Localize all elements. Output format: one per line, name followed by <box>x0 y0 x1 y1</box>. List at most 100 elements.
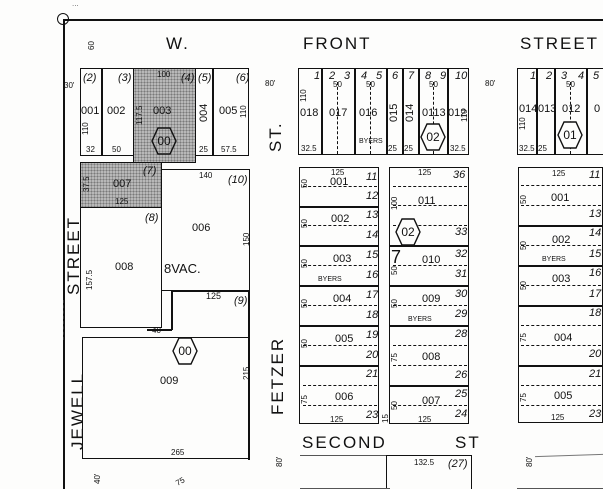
street-label-w: W. <box>166 34 190 53</box>
parcel-id[interactable]: 007 <box>422 395 441 407</box>
lot-number: 25 <box>455 388 468 400</box>
lot-number: 13 <box>589 208 602 220</box>
lot-number: 2 <box>329 70 336 82</box>
dimension: 50 <box>519 195 528 204</box>
parcel-id[interactable]: 014 <box>519 103 538 115</box>
parcel-id[interactable]: 012 <box>448 107 467 119</box>
dimension: 110 <box>81 122 90 135</box>
dimension: 265 <box>171 448 185 457</box>
dimension: 40 <box>152 326 161 335</box>
parcel-id[interactable]: 006 <box>335 391 354 403</box>
parcel-id[interactable]: 015 <box>388 103 400 122</box>
lot-number: 3 <box>344 70 351 82</box>
parcel-id[interactable]: 014 <box>404 103 416 122</box>
lot-number: 3 <box>561 70 568 82</box>
parcel-009[interactable] <box>82 337 250 459</box>
lot-number: 32 <box>455 248 468 260</box>
dimension: 75 <box>519 333 528 342</box>
dimension: 50 <box>300 259 309 268</box>
street-label-st: ST. <box>266 121 285 152</box>
lot-number: (5) <box>198 72 212 84</box>
street-label-fetzer: FETZER <box>268 336 287 415</box>
street-label-second: SECOND <box>302 433 387 452</box>
parcel-id[interactable]: 005 <box>554 390 573 402</box>
dimension: 50 <box>429 80 438 89</box>
parcel-id[interactable]: 016 <box>359 107 378 119</box>
dimension: 50 <box>566 80 575 89</box>
block-center-right <box>389 167 469 424</box>
parcel-id[interactable]: 010 <box>422 254 441 266</box>
parcel-id[interactable]: 002 <box>331 213 350 225</box>
parcel-008[interactable] <box>80 207 162 328</box>
lot-number: 18 <box>589 307 602 319</box>
parcel-id[interactable]: 012 <box>562 103 581 115</box>
parcel-id[interactable]: 004 <box>333 293 352 305</box>
lot-number: 11 <box>366 171 378 183</box>
block-center-left <box>299 167 379 424</box>
lot-number: 21 <box>366 368 379 380</box>
parcel-id[interactable]: 007 <box>113 178 132 190</box>
width-label: 30' <box>64 81 75 90</box>
lot-number: 10 <box>455 70 468 82</box>
dimension: 215 <box>242 366 251 380</box>
parcel-id[interactable]: 008 <box>422 351 441 363</box>
lot-number: 11 <box>589 169 601 181</box>
byers-label: BYERS <box>318 276 342 283</box>
parcel-id[interactable]: 009 <box>422 293 441 305</box>
parcel-id[interactable]: 005 <box>335 333 354 345</box>
lot-number: 5 <box>376 70 383 82</box>
parcel-id[interactable]: 0113 <box>422 107 446 119</box>
lot-number: 36 <box>453 169 466 181</box>
lot-number: 20 <box>589 348 602 360</box>
parcel-id[interactable]: 001 <box>551 192 570 204</box>
dimension: 57.5 <box>221 145 237 154</box>
lot-number: (4) <box>181 72 195 84</box>
parcel-id[interactable]: 001 <box>330 176 349 188</box>
parcel-003-shaded[interactable] <box>133 68 196 163</box>
parcel-id[interactable]: 001 <box>81 105 100 117</box>
lot-number: 33 <box>455 226 468 238</box>
parcel-007-shaded[interactable] <box>80 162 162 208</box>
lot-number: 12 <box>366 190 379 202</box>
lot-number: 14 <box>366 229 379 241</box>
parcel-id[interactable]: 009 <box>160 375 179 387</box>
dimension: 50 <box>300 299 309 308</box>
lot-number: 2 <box>546 70 553 82</box>
parcel-id[interactable]: 013 <box>538 103 557 115</box>
width-label: 80' <box>525 456 534 467</box>
dimension: 50 <box>519 281 528 290</box>
header-note: ... <box>72 0 79 8</box>
parcel-id[interactable]: 003 <box>333 253 352 265</box>
parcel-id[interactable]: 005 <box>219 105 238 117</box>
lot-number: (7) <box>143 165 157 177</box>
dimension: 50 <box>390 401 399 410</box>
parcel-27[interactable] <box>386 455 472 489</box>
parcel-id[interactable]: 017 <box>329 107 348 119</box>
parcel-id[interactable]: 003 <box>153 105 172 117</box>
dimension: 25 <box>199 145 208 154</box>
lot-number: 26 <box>455 369 468 381</box>
parcel-id[interactable]: 003 <box>552 273 571 285</box>
parcel-id[interactable]: 004 <box>198 103 210 122</box>
dimension: 125 <box>206 291 222 301</box>
parcel-id[interactable]: 002 <box>107 105 126 117</box>
parcel-id[interactable]: 011 <box>418 195 436 207</box>
dimension: 125 <box>330 415 344 424</box>
parcel-id[interactable]: 004 <box>554 332 573 344</box>
lot-number: 30 <box>455 288 468 300</box>
lot-number: 17 <box>366 289 379 301</box>
parcel-id[interactable]: 006 <box>192 222 211 234</box>
dimension: 75 <box>519 393 528 402</box>
lot-number: (10) <box>228 174 248 186</box>
dimension: 50 <box>112 145 121 154</box>
vacated-label: 8VAC. <box>164 261 201 276</box>
street-label-second-st: ST <box>455 433 481 452</box>
dimension: 100 <box>390 196 399 210</box>
lot-number: 18 <box>366 309 379 321</box>
parcel-id[interactable]: 0 <box>594 103 601 115</box>
parcel-id[interactable]: 008 <box>115 261 134 273</box>
parcel-id[interactable]: 018 <box>300 107 319 119</box>
lot-number: 15 <box>366 249 379 261</box>
lot-number: 9 <box>440 70 447 82</box>
parcel-id[interactable]: 002 <box>552 234 571 246</box>
